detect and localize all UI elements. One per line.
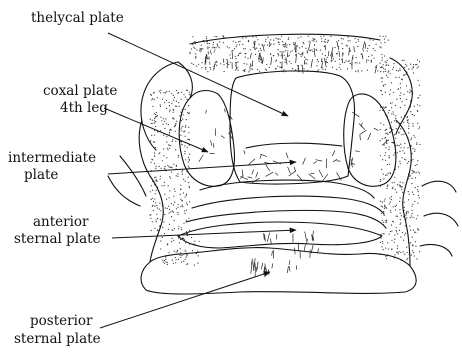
label-posterior-line1: posterior xyxy=(30,313,92,329)
label-thelycal-plate: thelycal plate xyxy=(31,10,124,26)
leader-intermediate-plate xyxy=(108,162,296,174)
leader-thelycal-plate xyxy=(108,33,288,116)
leader-coxal-plate xyxy=(104,108,208,152)
leader-posterior-sternal-plate xyxy=(100,272,270,328)
label-intermediate-line2: plate xyxy=(24,167,58,183)
label-coxal-plate-line1: coxal plate xyxy=(43,83,117,99)
label-anterior-line2: sternal plate xyxy=(14,231,101,247)
label-intermediate-line1: intermediate xyxy=(8,150,96,166)
leader-anterior-sternal-plate xyxy=(112,230,296,238)
label-posterior-line2: sternal plate xyxy=(14,331,101,347)
label-anterior-line1: anterior xyxy=(33,214,89,230)
label-coxal-plate-line2: 4th leg xyxy=(60,100,108,116)
